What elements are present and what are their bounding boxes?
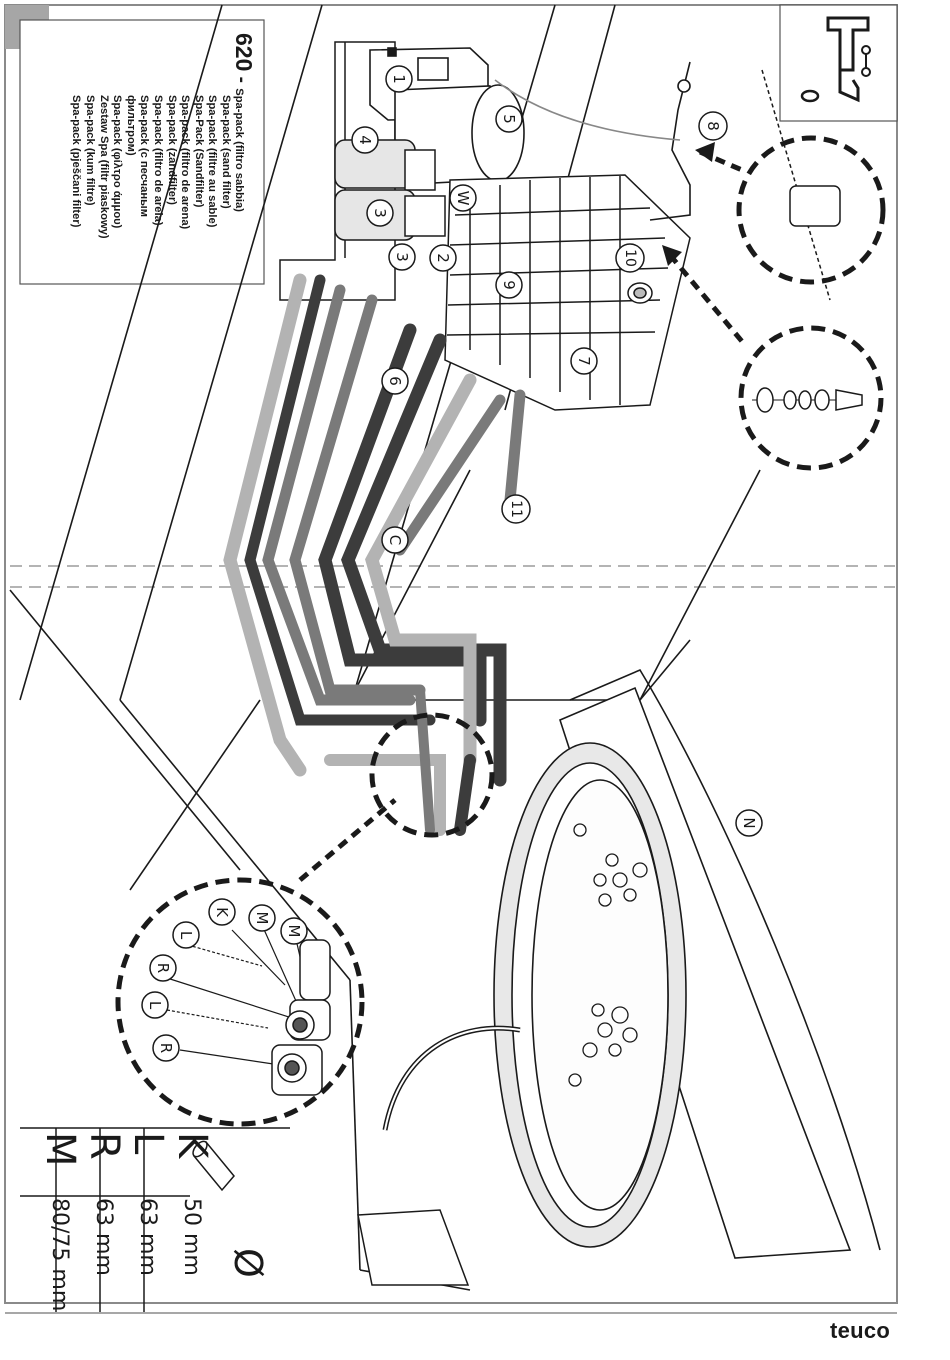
title-line-10: Zestaw Spa (filtr piaskowy) bbox=[97, 95, 110, 239]
legend-value: 80/75 mm bbox=[47, 1198, 72, 1312]
legend-letter: L bbox=[125, 1132, 171, 1155]
callout-L1: L bbox=[177, 931, 195, 940]
callout-3a: 3 bbox=[371, 208, 389, 218]
legend-value: 63 mm bbox=[91, 1198, 116, 1276]
water-supply bbox=[494, 61, 691, 221]
legend-row: L 63 mm bbox=[122, 1128, 171, 1313]
callout-2: 2 bbox=[434, 253, 452, 263]
callout-8: 8 bbox=[704, 121, 722, 131]
fill-hose bbox=[382, 1025, 521, 1131]
legend-grid bbox=[20, 1127, 290, 1312]
page-frame bbox=[4, 4, 898, 1304]
legend-value: 63 mm bbox=[135, 1198, 160, 1276]
legend-value: 50 mm bbox=[179, 1198, 204, 1276]
title-box bbox=[19, 19, 265, 285]
callout-4: 4 bbox=[356, 135, 374, 145]
legend-letter: K bbox=[169, 1132, 215, 1159]
title-heading: 620 - Spa-pack (filtro sabbia) bbox=[230, 33, 257, 283]
faucet-icon bbox=[779, 4, 898, 122]
fold-line bbox=[10, 565, 895, 588]
callout-circles bbox=[141, 65, 763, 1062]
title-line-0: Spa-pack (filtro sabbia) bbox=[233, 88, 245, 212]
callout-M2: M bbox=[285, 925, 303, 938]
diameter-symbol: Ø bbox=[226, 1248, 270, 1278]
title-line-8: фильтром) bbox=[124, 95, 137, 156]
title-line-3: Spa-Pack (Sandfilter) bbox=[192, 95, 205, 208]
title-block: 620 - Spa-pack (filtro sabbia) Spa-pack … bbox=[25, 25, 263, 283]
sand-filter-cage bbox=[444, 174, 691, 411]
callout-C: C bbox=[386, 535, 404, 545]
title-line-2: Spa-pack (filtre au sable) bbox=[206, 95, 219, 228]
detail-connectors bbox=[752, 69, 863, 413]
callout-M1: M bbox=[253, 912, 271, 925]
arrow-heads bbox=[662, 142, 715, 266]
title-line-7: Spa-pack (с песчаным bbox=[138, 95, 151, 217]
legend-letter: R bbox=[81, 1132, 127, 1160]
title-line-4: Spa-pack (filtro de arena) bbox=[179, 95, 192, 230]
legend-row: R 63 mm bbox=[78, 1128, 127, 1313]
legend-row: M 80/75 mm bbox=[34, 1128, 83, 1313]
callout-10: 10 bbox=[622, 249, 638, 267]
callout-3b: 3 bbox=[393, 252, 411, 262]
pump-4 bbox=[334, 139, 436, 191]
callout-9: 9 bbox=[500, 280, 518, 290]
callout-N: N bbox=[740, 817, 758, 828]
callout-1: 1 bbox=[390, 74, 408, 84]
callout-5: 5 bbox=[500, 114, 518, 124]
spa-jets bbox=[568, 823, 648, 1087]
title-line-5: Spa-pack (zandfilter) bbox=[165, 95, 178, 206]
figure-number: 620 bbox=[231, 33, 257, 72]
callout-R2: R bbox=[157, 1043, 175, 1053]
brand-logo: teuco bbox=[830, 1318, 891, 1343]
pipe-section-icon bbox=[192, 1140, 235, 1192]
detail-fittings bbox=[271, 939, 331, 1096]
pipe-diameter-legend: Ø K 50 mm L 63 mm R 63 mm M 80/75 mm bbox=[20, 1128, 270, 1313]
callout-11: 11 bbox=[508, 500, 524, 518]
title-dash: - bbox=[231, 76, 252, 83]
pipe-bundle bbox=[223, 273, 526, 836]
callout-7: 7 bbox=[575, 356, 593, 366]
legend-row: K 50 mm bbox=[166, 1128, 215, 1313]
spa-tub bbox=[493, 668, 881, 1259]
detail-valve bbox=[115, 135, 886, 1127]
title-line-12: Spa-pack (pješčani filter) bbox=[70, 95, 83, 228]
title-line-1: Spa-pack (sand filter) bbox=[220, 95, 232, 209]
callout-K: K bbox=[213, 907, 231, 918]
callout-labels: 1 5 4 W 3 3 2 8 10 9 7 6 11 C N K M M L … bbox=[146, 74, 758, 1053]
title-line-9: Spa-pack (φίλτρο άμμου) bbox=[111, 95, 124, 229]
callout-6: 6 bbox=[386, 376, 404, 386]
callout-L2: L bbox=[146, 1001, 164, 1010]
callout-R1: R bbox=[154, 963, 172, 973]
title-line-6: Spa-pack (filtro de areia) bbox=[152, 95, 165, 226]
legend-letter: M bbox=[37, 1132, 83, 1167]
callout-W: W bbox=[454, 191, 472, 206]
detail-leaders bbox=[166, 924, 311, 1066]
tank-box bbox=[357, 1209, 470, 1286]
title-line-11: Spa-pack (kum filtre) bbox=[84, 95, 97, 206]
legend-header: Ø bbox=[222, 1128, 270, 1313]
